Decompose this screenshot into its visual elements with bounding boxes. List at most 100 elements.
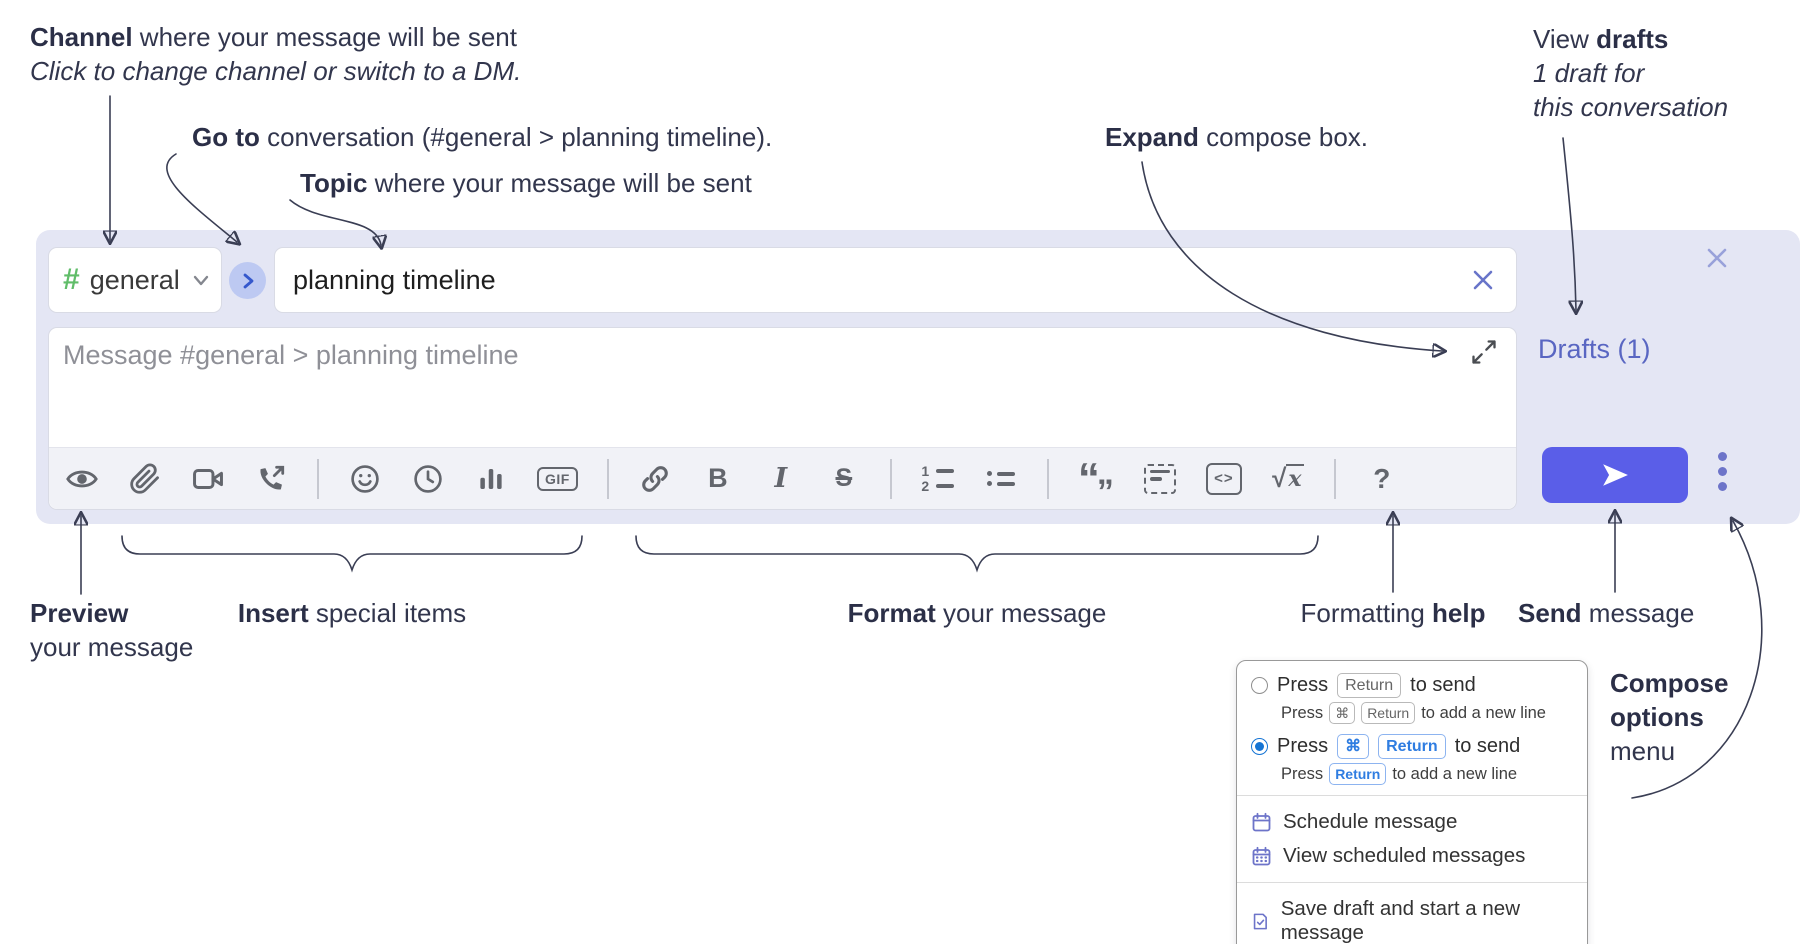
poll-icon[interactable]	[474, 460, 508, 498]
spoiler-glyph	[1143, 463, 1176, 494]
expand-compose-icon[interactable]	[1470, 338, 1498, 371]
sqrt-sign: √	[1272, 463, 1287, 493]
code-label: <>	[1205, 462, 1242, 495]
draft-document-icon	[1253, 913, 1267, 929]
formatting-help-icon[interactable]: ?	[1365, 460, 1399, 498]
goto-pointer-line	[166, 153, 237, 242]
insert-annotation-rest: special items	[308, 598, 467, 628]
topic-value: planning timeline	[293, 264, 496, 295]
send-icon	[1603, 464, 1628, 486]
goto-annotation-rest: conversation (#general > planning timeli…	[259, 122, 773, 152]
channel-annotation-bold: Channel	[30, 22, 133, 52]
option2-sub-press: Press	[1281, 764, 1324, 783]
topic-input[interactable]: planning timeline	[274, 247, 1517, 313]
compose-options-menu: Press Return to send Press ⌘ Return to a…	[1236, 660, 1588, 944]
link-icon[interactable]	[638, 460, 672, 498]
insert-annotation: Insert special items	[238, 596, 466, 630]
expand-annotation-rest: compose box.	[1198, 122, 1369, 152]
numbered-list-icon[interactable]: 1 2	[921, 460, 955, 498]
radio-selected-icon[interactable]	[1251, 738, 1268, 755]
view-scheduled-messages-item[interactable]: View scheduled messages	[1251, 839, 1573, 873]
ol-num-2: 2	[921, 478, 930, 494]
clear-topic-icon[interactable]	[1468, 265, 1498, 295]
italic-label: I	[774, 463, 788, 494]
topic-annotation-bold: Topic	[300, 168, 368, 198]
send-button[interactable]	[1542, 447, 1688, 503]
schedule-message-item[interactable]: Schedule message	[1251, 805, 1573, 839]
insert-annotation-bold: Insert	[237, 598, 309, 628]
option2-sub-after: to add a new line	[1392, 764, 1518, 783]
spoiler-icon[interactable]	[1143, 460, 1177, 498]
help-annotation-pre: Formatting	[1300, 598, 1433, 628]
return-key-chip: Return	[1337, 673, 1402, 698]
goto-annotation: Go to conversation (#general > planning …	[192, 120, 772, 154]
compose-options-icon[interactable]	[1712, 452, 1732, 491]
global-time-icon[interactable]	[411, 460, 445, 498]
preview-annotation: Preview your message	[30, 596, 193, 664]
drafts-annotation: View drafts 1 draft for this conversatio…	[1533, 22, 1728, 124]
compose-options-annotation-l2: options	[1610, 702, 1704, 732]
save-draft-item[interactable]: Save draft and start a new message	[1251, 892, 1573, 944]
channel-selector[interactable]: # general	[48, 247, 222, 313]
quote-close: ”	[1096, 472, 1114, 511]
drafts-annotation-line2: 1 draft for	[1533, 58, 1645, 88]
option2-after: to send	[1454, 735, 1521, 757]
video-call-icon[interactable]	[191, 460, 225, 498]
toolbar-divider	[606, 458, 609, 499]
menu-divider	[1237, 795, 1587, 796]
compose-options-annotation: Compose options menu	[1610, 666, 1728, 768]
radio-unselected-icon[interactable]	[1251, 677, 1268, 694]
bulleted-list-icon[interactable]	[984, 460, 1018, 498]
attach-file-icon[interactable]	[128, 460, 162, 498]
chevron-right-icon	[243, 273, 253, 288]
help-annotation-bold: help	[1432, 598, 1486, 628]
send-option-return[interactable]: Press Return to send	[1251, 673, 1573, 698]
math-glyph: √x	[1272, 463, 1304, 494]
strike-label: S	[835, 464, 853, 492]
drafts-link[interactable]: Drafts (1)	[1538, 334, 1651, 364]
format-annotation-rest: your message	[935, 598, 1107, 628]
close-compose-icon[interactable]	[1699, 240, 1735, 276]
channel-annotation: Channel where your message will be sent …	[30, 20, 521, 88]
compose-options-annotation-l3: menu	[1610, 736, 1676, 766]
calendar-icon	[1252, 812, 1271, 831]
insert-brace	[121, 535, 583, 573]
strikethrough-icon[interactable]: S	[827, 460, 861, 498]
go-to-conversation-button[interactable]	[229, 262, 266, 299]
preview-eye-icon[interactable]	[65, 460, 99, 498]
expand-annotation-bold: Expand	[1105, 122, 1199, 152]
schedule-message-label: Schedule message	[1283, 810, 1458, 833]
quote-open: “	[1077, 453, 1100, 503]
gif-icon[interactable]: GIF	[537, 460, 578, 498]
voice-call-icon[interactable]	[254, 460, 288, 498]
channel-name: general	[89, 264, 180, 295]
cmd-key-chip-blue: ⌘	[1337, 734, 1370, 759]
format-annotation: Format your message	[848, 596, 1107, 630]
code-icon[interactable]: <>	[1205, 460, 1242, 498]
quote-icon[interactable]: “ ”	[1077, 453, 1114, 509]
topic-annotation: Topic where your message will be sent	[300, 166, 752, 200]
toolbar-divider	[1333, 458, 1336, 499]
send-annotation-bold: Send	[1518, 598, 1582, 628]
topic-annotation-rest: where your message will be sent	[367, 168, 752, 198]
preview-annotation-bold: Preview	[30, 598, 129, 628]
send-option-cmd-return-sub: Press Return to add a new line	[1281, 763, 1573, 785]
numbered-list-glyph: 1 2	[921, 463, 955, 494]
send-option-cmd-return[interactable]: Press ⌘ Return to send	[1251, 734, 1573, 759]
drafts-annotation-pre: View	[1533, 24, 1597, 54]
help-label: ?	[1373, 462, 1391, 494]
math-icon[interactable]: √x	[1271, 460, 1305, 498]
save-draft-label: Save draft and start a new message	[1280, 897, 1521, 944]
bold-label: B	[708, 463, 728, 493]
bold-icon[interactable]: B	[701, 460, 735, 498]
italic-icon[interactable]: I	[764, 460, 798, 498]
message-input[interactable]: Message #general > planning timeline	[48, 327, 1517, 510]
toolbar-divider	[889, 458, 892, 499]
compose-box: # general planning timeline Message #gen…	[36, 230, 1800, 524]
ol-num-1: 1	[921, 463, 930, 479]
emoji-icon[interactable]	[348, 460, 382, 498]
drafts-annotation-line3: this conversation	[1533, 92, 1729, 122]
compose-options-annotation-l1: Compose	[1610, 668, 1729, 698]
send-annotation: Send message	[1518, 596, 1694, 630]
